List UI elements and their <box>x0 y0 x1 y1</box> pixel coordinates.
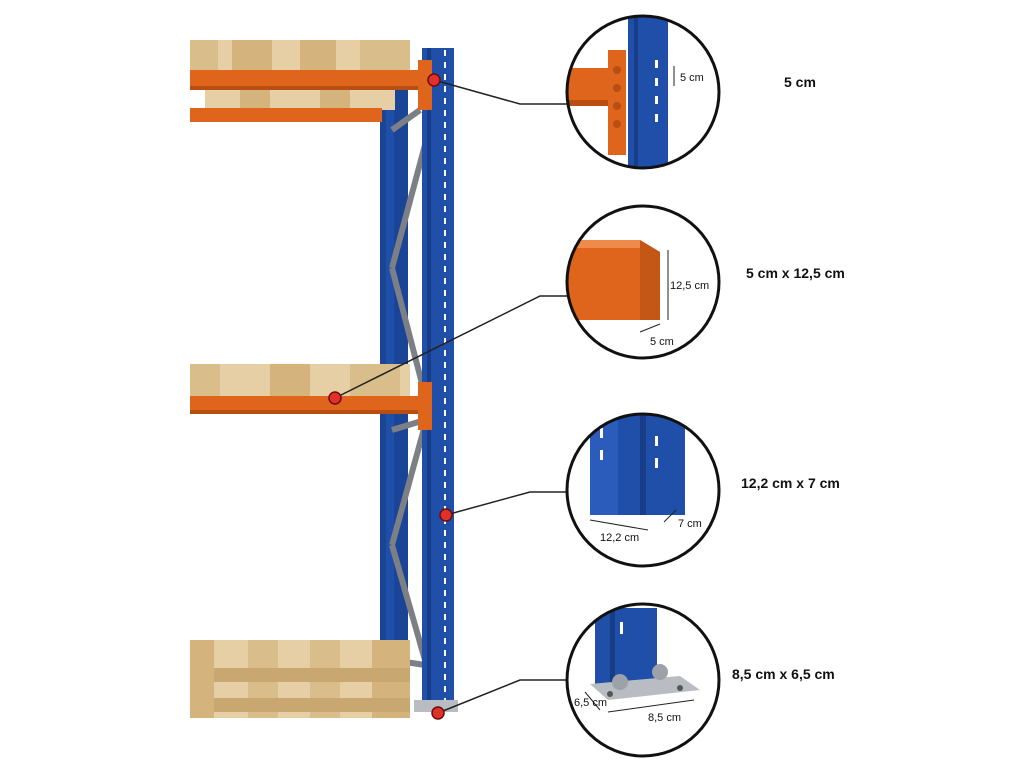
callout-label-upright-profile: 12,2 cm x 7 cm <box>741 475 840 491</box>
callout-upright-profile: 12,2 cm 7 cm <box>565 412 721 568</box>
beam-connector-pitch-label: 5 cm <box>680 72 704 84</box>
beam-connector-top <box>418 60 432 110</box>
callout-markers <box>328 73 453 720</box>
upright-width-label: 12,2 cm <box>600 532 639 544</box>
beam-profile-height-label: 12,5 cm <box>670 280 709 292</box>
callout-beam-profile: 12,5 cm 5 cm <box>565 204 721 360</box>
marker-base-plate <box>431 706 445 720</box>
base-plate-width-label: 8,5 cm <box>648 712 681 724</box>
callout-beam-connector: 5 cm <box>565 14 721 170</box>
leader-lines <box>334 79 567 714</box>
marker-beam-connector <box>427 73 441 87</box>
upright-depth-label: 7 cm <box>678 518 702 530</box>
middle-pallet <box>190 364 410 396</box>
marker-beam-profile <box>328 391 342 405</box>
callout-base-plate: 6,5 cm 8,5 cm <box>565 602 721 758</box>
middle-beams <box>190 382 432 430</box>
beam-profile-depth-label: 5 cm <box>650 336 674 348</box>
beam-connector-middle <box>418 382 432 430</box>
floor-pallet <box>190 640 410 718</box>
callout-label-beam-connector: 5 cm <box>784 74 816 90</box>
top-pallet <box>190 40 410 110</box>
callout-label-base-plate: 8,5 cm x 6,5 cm <box>732 666 835 682</box>
base-plate-depth-label: 6,5 cm <box>574 697 607 709</box>
front-upright <box>414 48 458 712</box>
marker-upright-profile <box>439 508 453 522</box>
callout-label-beam-profile: 5 cm x 12,5 cm <box>746 265 845 281</box>
top-beams <box>190 60 432 122</box>
